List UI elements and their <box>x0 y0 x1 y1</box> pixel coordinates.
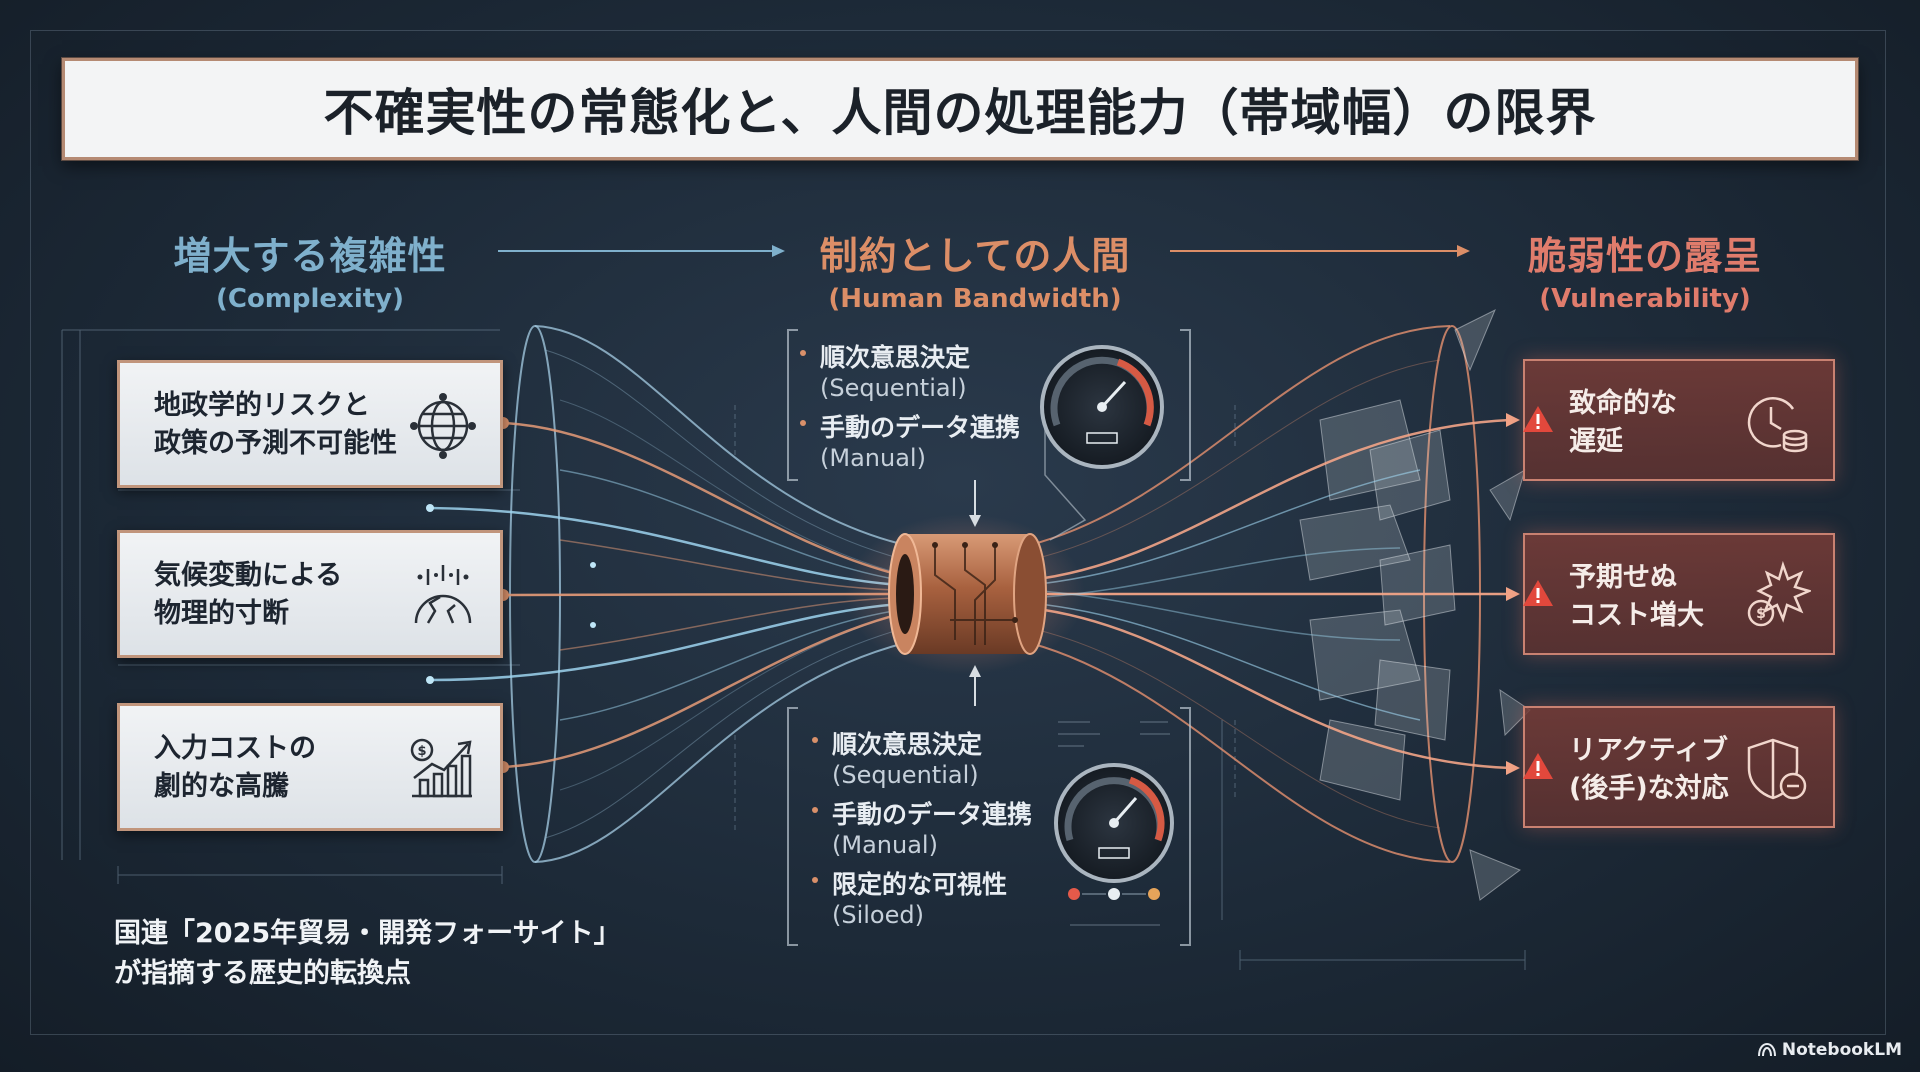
output-card-line: コスト増大 <box>1569 600 1704 631</box>
broken-earth-icon <box>414 565 472 624</box>
warning-icon <box>1523 580 1553 606</box>
notebooklm-logo: NotebookLM <box>1757 1040 1902 1060</box>
constraints-top: 順次意思決定 (Sequential) 手動のデータ連携 (Manual) <box>800 338 1020 478</box>
shattered-shards <box>1299 308 1531 901</box>
gauge-icon-top <box>1040 345 1164 541</box>
vulnerability-header: 脆弱性の露呈 (Vulnerability) <box>1500 225 1790 314</box>
warning-icon <box>1523 753 1553 779</box>
input-card-climate: 気候変動による 物理的寸断 <box>117 530 503 658</box>
source-note: 国連「2025年貿易・開発フォーサイト」 が指摘する歴史的転換点 <box>114 914 621 994</box>
human-header: 制約としての人間 (Human Bandwidth) <box>800 225 1150 314</box>
source-note-line: 国連「2025年貿易・開発フォーサイト」 <box>114 918 621 949</box>
title-banner: 不確実性の常態化と、人間の処理能力（帯域幅）の限界 <box>62 58 1858 160</box>
gauge-icon-bottom <box>1054 721 1174 926</box>
constraint-item: 限定的な可視性 (Siloed) <box>812 865 1032 929</box>
output-card-cost: 予期せぬ コスト増大 $ <box>1523 533 1835 655</box>
human-sub: (Human Bandwidth) <box>828 284 1122 314</box>
input-card-line: 物理的寸断 <box>154 598 289 629</box>
input-card-line: 政策の予測不可能性 <box>154 428 397 459</box>
input-card-line: 劇的な高騰 <box>154 771 289 802</box>
cost-burst-icon: $ <box>1747 561 1811 627</box>
blueprint-lines <box>61 329 1526 970</box>
constraint-item: 手動のデータ連携 (Manual) <box>800 408 1020 472</box>
output-card-line: リアクティブ <box>1569 735 1729 766</box>
output-card-line: 予期せぬ <box>1569 562 1677 593</box>
header-arrow-2 <box>1170 245 1470 257</box>
input-card-line: 気候変動による <box>154 560 343 591</box>
complexity-header: 増大する複雑性 (Complexity) <box>150 225 470 314</box>
clock-coins-icon <box>1747 397 1808 453</box>
pressure-arrows <box>969 480 981 706</box>
output-card-line: 致命的な <box>1569 388 1677 419</box>
human-label: 制約としての人間 <box>819 234 1131 278</box>
input-card-geopolitical: 地政学的リスクと 政策の予測不可能性 <box>117 360 503 488</box>
constraint-item: 順次意思決定 (Sequential) <box>800 338 1020 402</box>
warning-icon <box>1523 406 1553 432</box>
source-note-line: が指摘する歴史的転換点 <box>114 958 411 989</box>
output-card-line: 遅延 <box>1569 426 1623 457</box>
outflow-arrowheads <box>1506 413 1520 775</box>
constraint-brackets <box>787 329 1191 946</box>
input-card-line: 入力コストの <box>154 733 316 764</box>
page-title: 不確実性の常態化と、人間の処理能力（帯域幅）の限界 <box>323 84 1597 142</box>
vulnerability-label: 脆弱性の露呈 <box>1527 234 1762 278</box>
input-card-cost: 入力コストの 劇的な高騰 $ <box>117 703 503 831</box>
svg-text:$: $ <box>417 744 426 759</box>
constraints-bottom: 順次意思決定 (Sequential) 手動のデータ連携 (Manual) 限定… <box>812 725 1032 935</box>
brand-label: NotebookLM <box>1781 1040 1902 1060</box>
svg-text:$: $ <box>1756 606 1766 622</box>
notebooklm-icon <box>1757 1043 1776 1057</box>
complexity-sub: (Complexity) <box>215 284 405 314</box>
constraint-item: 手動のデータ連携 (Manual) <box>812 795 1032 859</box>
constraint-item: 順次意思決定 (Sequential) <box>812 725 1032 789</box>
shield-minus-icon <box>1747 738 1807 800</box>
vulnerability-sub: (Vulnerability) <box>1539 284 1751 314</box>
input-card-line: 地政学的リスクと <box>154 390 370 421</box>
output-card-line: (後手)な対応 <box>1569 773 1729 804</box>
outer-frame <box>30 30 1886 1035</box>
bottleneck-cylinder-icon <box>845 514 1085 674</box>
output-card-delay: 致命的な 遅延 <box>1523 359 1835 481</box>
rising-cost-chart-icon: $ <box>410 738 472 798</box>
globe-network-icon <box>410 393 476 459</box>
complexity-label: 増大する複雑性 <box>173 234 447 278</box>
header-arrow-1 <box>498 245 785 257</box>
output-card-reactive: リアクティブ (後手)な対応 <box>1523 706 1835 828</box>
